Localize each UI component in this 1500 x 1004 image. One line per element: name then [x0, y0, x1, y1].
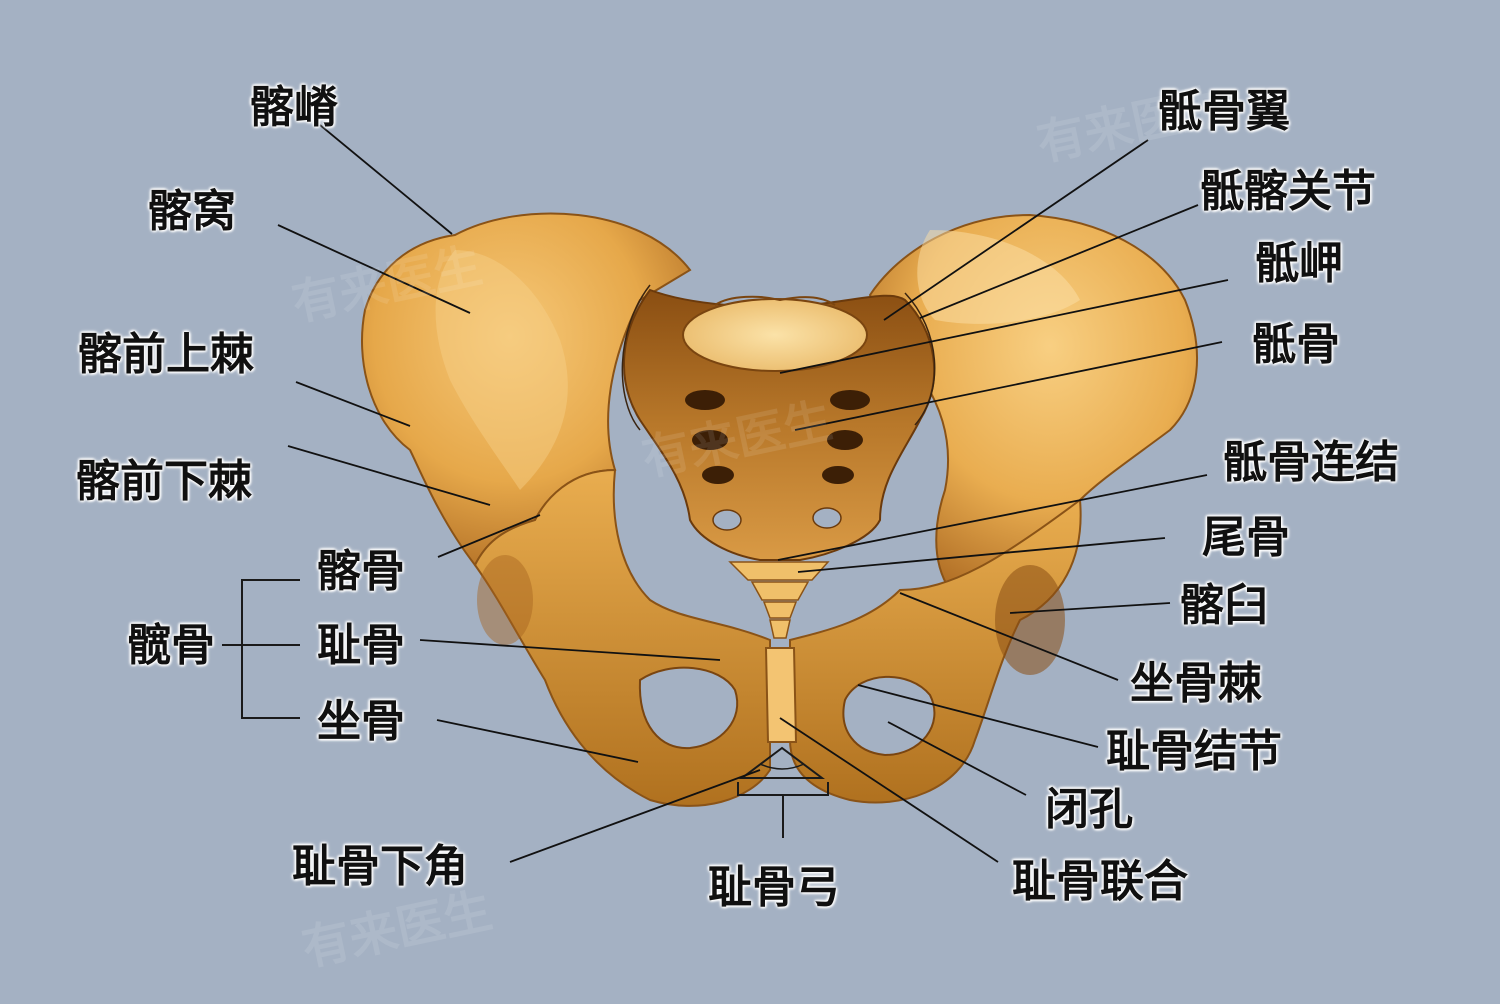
label-subpubic-angle: 耻骨下角: [292, 841, 468, 892]
label-pubis: 耻骨: [317, 620, 405, 671]
sacral-foramina: [685, 390, 870, 484]
label-sacrum: 骶骨: [1252, 319, 1340, 370]
leader-lines: [277, 124, 1229, 863]
label-pubic-arch: 耻骨弓: [708, 862, 840, 913]
label-coccyx: 尾骨: [1202, 512, 1290, 563]
label-ilium: 髂骨: [317, 546, 405, 597]
label-ischial-spine: 坐骨棘: [1130, 658, 1262, 709]
label-asis: 髂前上棘: [78, 329, 254, 380]
label-sacral-ala: 骶骨翼: [1158, 86, 1290, 137]
label-iliac-fossa: 髂窝: [148, 186, 236, 237]
label-promontory: 骶岬: [1255, 238, 1343, 289]
pubic-symphysis-shape: [764, 647, 798, 743]
label-sacrococcygeal-joint: 骶骨连结: [1223, 437, 1399, 488]
hip-bone-bracket: [222, 579, 300, 719]
pubic-arch-bracket: [737, 782, 829, 838]
label-iliac-crest: 髂嵴: [250, 82, 338, 133]
right-obturator-foramen: [842, 675, 936, 757]
coccyx-shape: [728, 561, 830, 639]
label-pubic-tubercle: 耻骨结节: [1106, 726, 1282, 777]
label-acetabulum: 髂臼: [1180, 580, 1268, 631]
label-obturator-foramen: 闭孔: [1045, 784, 1133, 835]
left-obturator-foramen: [638, 666, 739, 750]
subpubic-angle-triangle: [739, 746, 825, 779]
label-ischium: 坐骨: [317, 696, 405, 747]
label-hip-bone: 髋骨: [127, 620, 215, 671]
label-sacroiliac-joint: 骶髂关节: [1200, 166, 1376, 217]
label-pubic-symphysis: 耻骨联合: [1012, 856, 1188, 907]
label-aiis: 髂前下棘: [76, 456, 252, 507]
